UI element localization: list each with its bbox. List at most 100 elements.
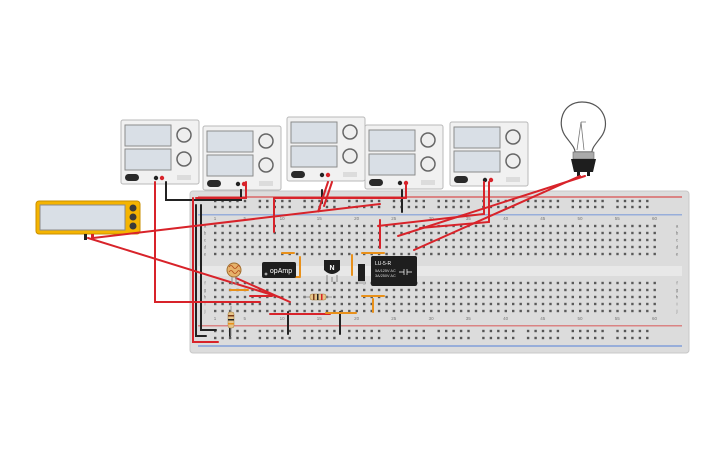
breadboard[interactable]: 1155101015152020252530303535404045455050… bbox=[189, 190, 690, 354]
row-letter: f bbox=[204, 281, 206, 286]
relay-rating-ac125: 5A/125V AC bbox=[375, 269, 396, 273]
row-letter: d bbox=[204, 245, 207, 250]
column-number: 35 bbox=[466, 216, 472, 221]
current-display bbox=[124, 148, 172, 171]
voltage-display bbox=[290, 121, 338, 144]
column-number: 25 bbox=[391, 316, 397, 321]
row-letter: a bbox=[676, 224, 679, 229]
column-number: 55 bbox=[615, 316, 621, 321]
column-number: 20 bbox=[354, 216, 360, 221]
voltage-knob[interactable] bbox=[420, 132, 436, 148]
negative-terminal[interactable] bbox=[235, 181, 241, 187]
column-number: 15 bbox=[317, 216, 323, 221]
power-supply-3[interactable] bbox=[286, 116, 366, 182]
row-letter: j bbox=[204, 309, 206, 314]
power-supply-2[interactable] bbox=[202, 125, 282, 191]
relay-model: LU-5-R bbox=[375, 261, 392, 267]
wires bbox=[87, 175, 586, 343]
positive-terminal[interactable] bbox=[159, 175, 165, 181]
current-knob[interactable] bbox=[176, 151, 192, 167]
row-letter: f bbox=[676, 281, 678, 286]
voltage-display bbox=[124, 124, 172, 147]
column-number: 15 bbox=[317, 316, 323, 321]
row-letter: e bbox=[676, 252, 679, 257]
transistor-label: N bbox=[329, 265, 334, 272]
power-supply-5[interactable] bbox=[449, 121, 529, 187]
breadboard-holes bbox=[214, 199, 656, 340]
power-toggle[interactable] bbox=[207, 180, 221, 187]
column-number: 30 bbox=[429, 216, 435, 221]
column-number: 40 bbox=[503, 316, 509, 321]
voltage-display bbox=[368, 129, 416, 152]
row-letter: c bbox=[676, 238, 679, 243]
row-letter: a bbox=[204, 224, 207, 229]
transistor[interactable]: N bbox=[324, 260, 340, 282]
voltage-knob[interactable] bbox=[176, 127, 192, 143]
power-supply-1[interactable] bbox=[120, 119, 200, 185]
power-supply-4[interactable] bbox=[364, 124, 444, 190]
current-display bbox=[453, 150, 501, 173]
column-number: 45 bbox=[540, 316, 546, 321]
row-letter: h bbox=[676, 295, 679, 300]
row-letter: g bbox=[676, 288, 679, 293]
diode-icon[interactable] bbox=[358, 264, 365, 284]
current-display bbox=[368, 153, 416, 176]
current-knob[interactable] bbox=[505, 153, 521, 169]
row-letter: i bbox=[205, 302, 206, 307]
column-number: 50 bbox=[577, 316, 583, 321]
column-number: 50 bbox=[577, 216, 583, 221]
current-display bbox=[290, 145, 338, 168]
row-letter: g bbox=[204, 288, 207, 293]
row-letter: j bbox=[676, 309, 678, 314]
current-knob[interactable] bbox=[420, 156, 436, 172]
row-letter: e bbox=[204, 252, 207, 257]
negative-terminal[interactable] bbox=[319, 172, 325, 178]
negative-terminal[interactable] bbox=[153, 175, 159, 181]
row-letter: b bbox=[204, 231, 207, 236]
power-toggle[interactable] bbox=[291, 171, 305, 178]
column-number: 35 bbox=[466, 316, 472, 321]
relay-rating-ac250: 3A/250V AC bbox=[375, 274, 396, 278]
power-supplies bbox=[120, 116, 529, 191]
photoresistor-icon[interactable] bbox=[226, 262, 242, 285]
breadboard-column-numbers: 1155101015152020252530303535404045455050… bbox=[214, 216, 658, 321]
column-number: 1 bbox=[214, 216, 217, 221]
column-number: 1 bbox=[214, 316, 217, 321]
voltage-display bbox=[206, 130, 254, 153]
opamp-chip[interactable]: opAmp bbox=[262, 262, 296, 278]
voltage-knob[interactable] bbox=[505, 129, 521, 145]
column-number: 10 bbox=[280, 316, 286, 321]
current-knob[interactable] bbox=[342, 148, 358, 164]
power-toggle[interactable] bbox=[369, 179, 383, 186]
opamp-label: opAmp bbox=[270, 268, 292, 275]
negative-terminal[interactable] bbox=[397, 180, 403, 186]
voltage-knob[interactable] bbox=[258, 133, 274, 149]
column-number: 30 bbox=[429, 316, 435, 321]
column-number: 60 bbox=[652, 216, 658, 221]
multimeter-terminal-com[interactable] bbox=[129, 222, 137, 230]
column-number: 5 bbox=[244, 216, 247, 221]
row-letter: d bbox=[676, 245, 679, 250]
column-number: 25 bbox=[391, 216, 397, 221]
power-toggle[interactable] bbox=[454, 176, 468, 183]
row-letter: c bbox=[204, 238, 207, 243]
resistor-icon[interactable] bbox=[304, 293, 332, 301]
resistor-vertical[interactable] bbox=[227, 306, 235, 336]
multimeter[interactable] bbox=[35, 200, 141, 240]
row-letter: h bbox=[204, 295, 207, 300]
column-number: 55 bbox=[615, 216, 621, 221]
positive-terminal[interactable] bbox=[488, 177, 494, 183]
multimeter-terminal-a[interactable] bbox=[129, 204, 137, 212]
positive-terminal[interactable] bbox=[325, 172, 331, 178]
relay[interactable]: LU-5-R 5A/125V AC 3A/250V AC bbox=[371, 256, 417, 286]
power-toggle[interactable] bbox=[125, 174, 139, 181]
voltage-knob[interactable] bbox=[342, 124, 358, 140]
lightbulb-icon[interactable] bbox=[560, 101, 606, 176]
current-display bbox=[206, 154, 254, 177]
current-knob[interactable] bbox=[258, 157, 274, 173]
voltage-display bbox=[453, 126, 501, 149]
row-letter: b bbox=[676, 231, 679, 236]
multimeter-terminal-v[interactable] bbox=[129, 213, 137, 221]
